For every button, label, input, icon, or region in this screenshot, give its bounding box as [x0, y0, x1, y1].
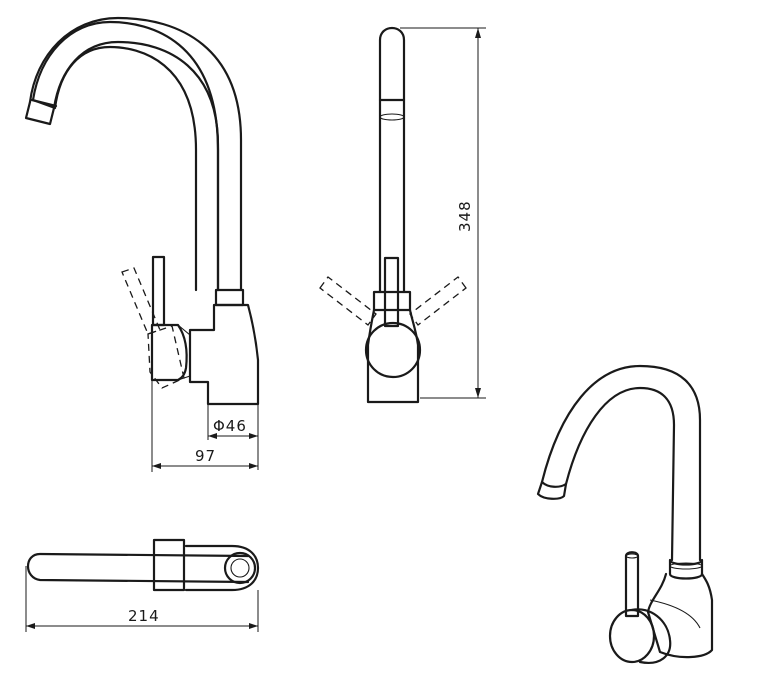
side-view: Φ46 97 [24, 16, 260, 472]
side-view-spout [31, 20, 220, 292]
front-view-body [366, 308, 420, 404]
side-view-lever-rotated [121, 267, 185, 389]
dim-depth-label: 97 [195, 447, 216, 465]
top-view-handle-block [152, 538, 186, 592]
side-view-handle-housing [150, 323, 188, 382]
front-view-lever-rotated [319, 276, 467, 326]
dim-height: 348 [400, 27, 486, 399]
side-view-spout-tip [24, 100, 56, 126]
dim-height-label: 348 [456, 200, 474, 232]
dim-diameter: Φ46 [207, 404, 259, 470]
side-view-body [188, 303, 260, 406]
top-view-spout [26, 552, 250, 584]
iso-view-spout-inner [564, 386, 676, 562]
iso-view-handle-disc [608, 608, 672, 664]
isometric-view [536, 364, 714, 664]
side-view-collar [214, 288, 245, 307]
side-view-spout-inner [52, 40, 220, 292]
dim-depth: 97 [151, 380, 258, 472]
iso-view-spout-outer [540, 364, 702, 562]
front-view-spout [378, 26, 406, 294]
top-view: 214 [25, 538, 260, 632]
side-view-spout-outer [28, 16, 243, 292]
iso-view-body [646, 572, 714, 659]
front-view-handle-disc [364, 321, 422, 379]
iso-view-lever [624, 551, 640, 618]
iso-view-spout-tip [536, 480, 568, 500]
front-view: 348 [319, 26, 486, 404]
dim-length: 214 [25, 566, 259, 632]
dim-length-label: 214 [128, 607, 160, 625]
top-view-base [184, 544, 260, 592]
dim-diameter-label: Φ46 [213, 417, 247, 435]
side-view-lever [151, 255, 166, 327]
